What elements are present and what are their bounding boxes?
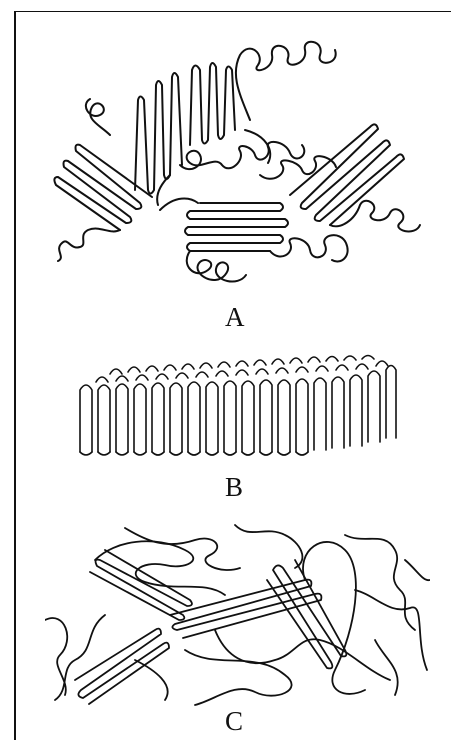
panel-b-label: B <box>225 474 243 501</box>
panel-a-center-right-coils <box>260 156 336 179</box>
panel-a-stack-upper-center <box>190 63 235 145</box>
panel-a-lower-coils <box>270 235 348 261</box>
frame-left-rule <box>14 11 16 740</box>
panel-a-top-coil <box>236 42 336 120</box>
panel-a-center-coils <box>180 142 304 169</box>
panel-c-chain-6 <box>355 590 427 670</box>
panel-a-bottom-coil <box>187 251 246 282</box>
panel-a-crossing-chain <box>157 130 270 210</box>
panel-a-stack-left <box>54 145 152 230</box>
panel-c-label: C <box>225 708 243 735</box>
panel-c-fold-left-upper <box>90 550 192 620</box>
panel-b-cylinder-array <box>70 352 400 462</box>
panel-c-chain-9 <box>235 525 302 568</box>
panel-a-left-coil <box>58 229 120 261</box>
panel-b-cylinder-bottoms <box>80 452 308 455</box>
panel-a-right-coil <box>330 201 420 232</box>
panel-c-fold-right <box>267 560 346 668</box>
panel-c-entangled-chains <box>45 520 430 710</box>
panel-a-stack-upper-left <box>135 73 182 194</box>
panel-b-cap-row-back <box>110 356 374 375</box>
panel-b-front-cylinders <box>80 366 396 453</box>
panel-c-fold-center <box>170 580 321 638</box>
panel-a-lamellae-diagram <box>40 25 440 310</box>
panel-a-label: A <box>225 304 245 331</box>
panel-c-chain-7 <box>215 630 390 680</box>
panel-c-loop-right <box>303 542 365 694</box>
frame-top-rule <box>14 11 451 12</box>
panel-a-stack-lower <box>185 203 288 251</box>
panel-a-left-upper-coil <box>86 99 110 135</box>
